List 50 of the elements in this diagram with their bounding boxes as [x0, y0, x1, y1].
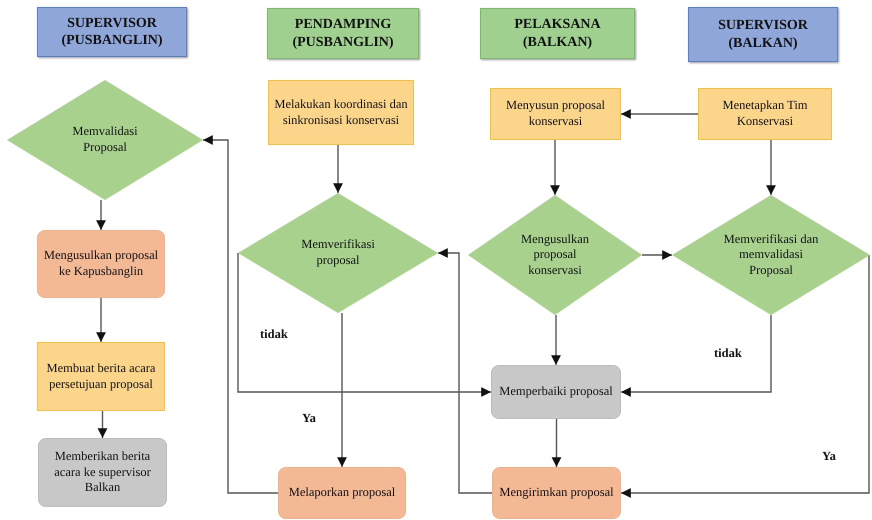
arrow	[96, 200, 106, 230]
lane-title: PENDAMPING (PUSBANGLIN)	[291, 16, 395, 51]
process-box	[268, 80, 414, 145]
node-text: Membuat berita acara persetujuan proposal	[46, 360, 156, 392]
arrow	[621, 255, 870, 498]
decision-diamond	[238, 193, 438, 313]
header-box	[480, 8, 635, 59]
node-text: Memverifikasi proposal	[300, 237, 376, 269]
node-text: Mengirimkan proposal	[499, 485, 614, 501]
arrow	[337, 313, 347, 467]
node-text: Menyusun proposal konservasi	[505, 98, 606, 130]
header-box	[688, 7, 838, 62]
decision-diamond	[468, 195, 642, 315]
lane-title: SUPERVISOR (PUSBANGLIN)	[60, 14, 164, 50]
arrow	[642, 250, 672, 260]
header-box	[267, 8, 419, 59]
node-text: Memberikan berita acara ke supervisor Balkan	[53, 449, 152, 496]
arrow	[333, 145, 343, 193]
arrow	[203, 135, 278, 494]
arrow	[98, 411, 108, 438]
arrow	[552, 419, 562, 467]
node-text: Melakukan koordinasi dan sinkronisasi konservasi	[273, 96, 409, 128]
node-text: Mengusulkan proposal ke Kapusbanglin	[43, 248, 159, 280]
lane-title: PELAKSANA (BALKAN)	[513, 16, 602, 51]
arrow	[237, 253, 491, 397]
node-text: Memverifikasi dan memvalidasi Proposal	[722, 232, 820, 278]
node-text: Melaporkan proposal	[288, 485, 396, 501]
process-box	[698, 88, 832, 140]
process-box	[491, 365, 621, 419]
process-box	[37, 342, 165, 411]
arrow	[766, 140, 776, 195]
arrow	[438, 248, 492, 494]
arrow	[621, 315, 772, 397]
decision-diamond	[7, 80, 203, 200]
process-box	[37, 230, 165, 298]
arrow	[96, 298, 106, 342]
node-text: Memperbaiki proposal	[499, 384, 613, 400]
decision-diamond	[672, 195, 870, 315]
node-text: Mengusulkan proposal konservasi	[520, 232, 590, 278]
process-box	[492, 467, 621, 519]
process-box	[278, 467, 406, 519]
header-box	[37, 7, 187, 57]
node-text: Menetapkan Tim Konservasi	[721, 98, 809, 130]
node-text: Memvalidasi Proposal	[71, 124, 139, 156]
process-box	[38, 438, 167, 507]
arrow	[551, 315, 561, 365]
process-box	[490, 88, 621, 140]
arrow	[550, 140, 560, 195]
arrow	[621, 109, 698, 119]
lane-title: SUPERVISOR (BALKAN)	[717, 17, 809, 52]
